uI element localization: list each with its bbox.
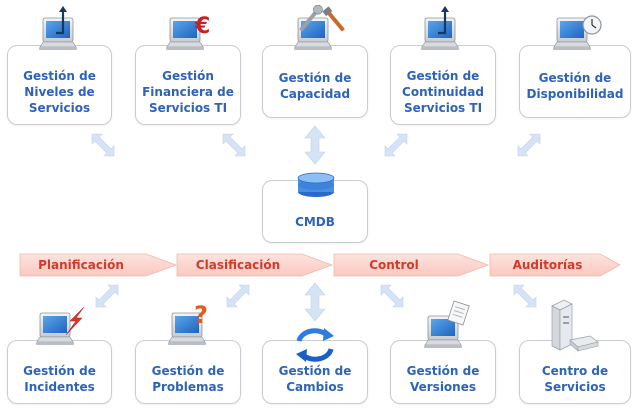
monitor-chart-icon: [38, 6, 78, 51]
server-phone-icon: [551, 299, 599, 352]
process-label: Gestión Financiera de Servicios TI: [142, 69, 234, 115]
process-box-incidentes: Gestión de Incidentes: [7, 340, 112, 404]
monitor-lightning-icon: [35, 306, 85, 346]
process-box-problemas: Gestión de Problemas: [135, 340, 241, 404]
monitor-question-icon: ?: [167, 301, 208, 346]
monitor-clock-icon: [552, 15, 602, 51]
database-icon: [297, 172, 335, 197]
flow-segment-clasificacion: [176, 253, 334, 277]
process-box-niveles-servicio: Gestión de Niveles de Servicios: [7, 45, 112, 125]
process-label: Gestión de Niveles de Servicios: [23, 69, 96, 115]
process-label: Gestión de Capacidad: [278, 70, 352, 101]
cmdb-box: CMDB: [262, 180, 368, 243]
flow-label-control: Control: [369, 258, 419, 272]
refresh-cycle-icon: [296, 328, 334, 362]
process-box-capacidad: Gestión de Capacidad: [262, 45, 368, 118]
process-label: Centro de Servicios: [541, 364, 609, 394]
flow-label-planificacion: Planificación: [38, 258, 124, 272]
flow-segment-auditorias: [489, 253, 621, 277]
svg-text:€: €: [194, 14, 210, 39]
flow-label-clasificacion: Clasificación: [195, 258, 281, 272]
process-label: Gestión de Problemas: [151, 364, 225, 394]
monitor-euro-icon: €: [165, 14, 210, 51]
process-label: Gestión de Incidentes: [23, 364, 96, 394]
cmdb-label: CMDB: [295, 214, 335, 229]
flow-segment-control: [333, 253, 490, 277]
flow-label-auditorias: Auditorías: [512, 258, 583, 272]
process-box-centro-servicios: Centro de Servicios: [519, 340, 631, 404]
monitor-chart-icon: [420, 6, 460, 51]
process-label: Gestión de Disponibilidad: [526, 70, 624, 101]
process-label: Gestión de Versiones: [406, 364, 480, 394]
process-box-cambios: Gestión de Cambios: [262, 340, 368, 404]
process-box-financiera: Gestión Financiera de Servicios TI: [135, 45, 241, 125]
flow-segment-planificacion: [19, 253, 178, 277]
process-box-versiones: Gestión de Versiones: [390, 340, 496, 404]
process-label: Gestión de Continuidad Servicios TI: [402, 69, 484, 115]
svg-text:?: ?: [194, 301, 208, 329]
process-label: Gestión de Cambios: [278, 364, 352, 394]
monitor-tools-icon: [293, 4, 345, 51]
monitor-document-icon: [423, 300, 470, 349]
